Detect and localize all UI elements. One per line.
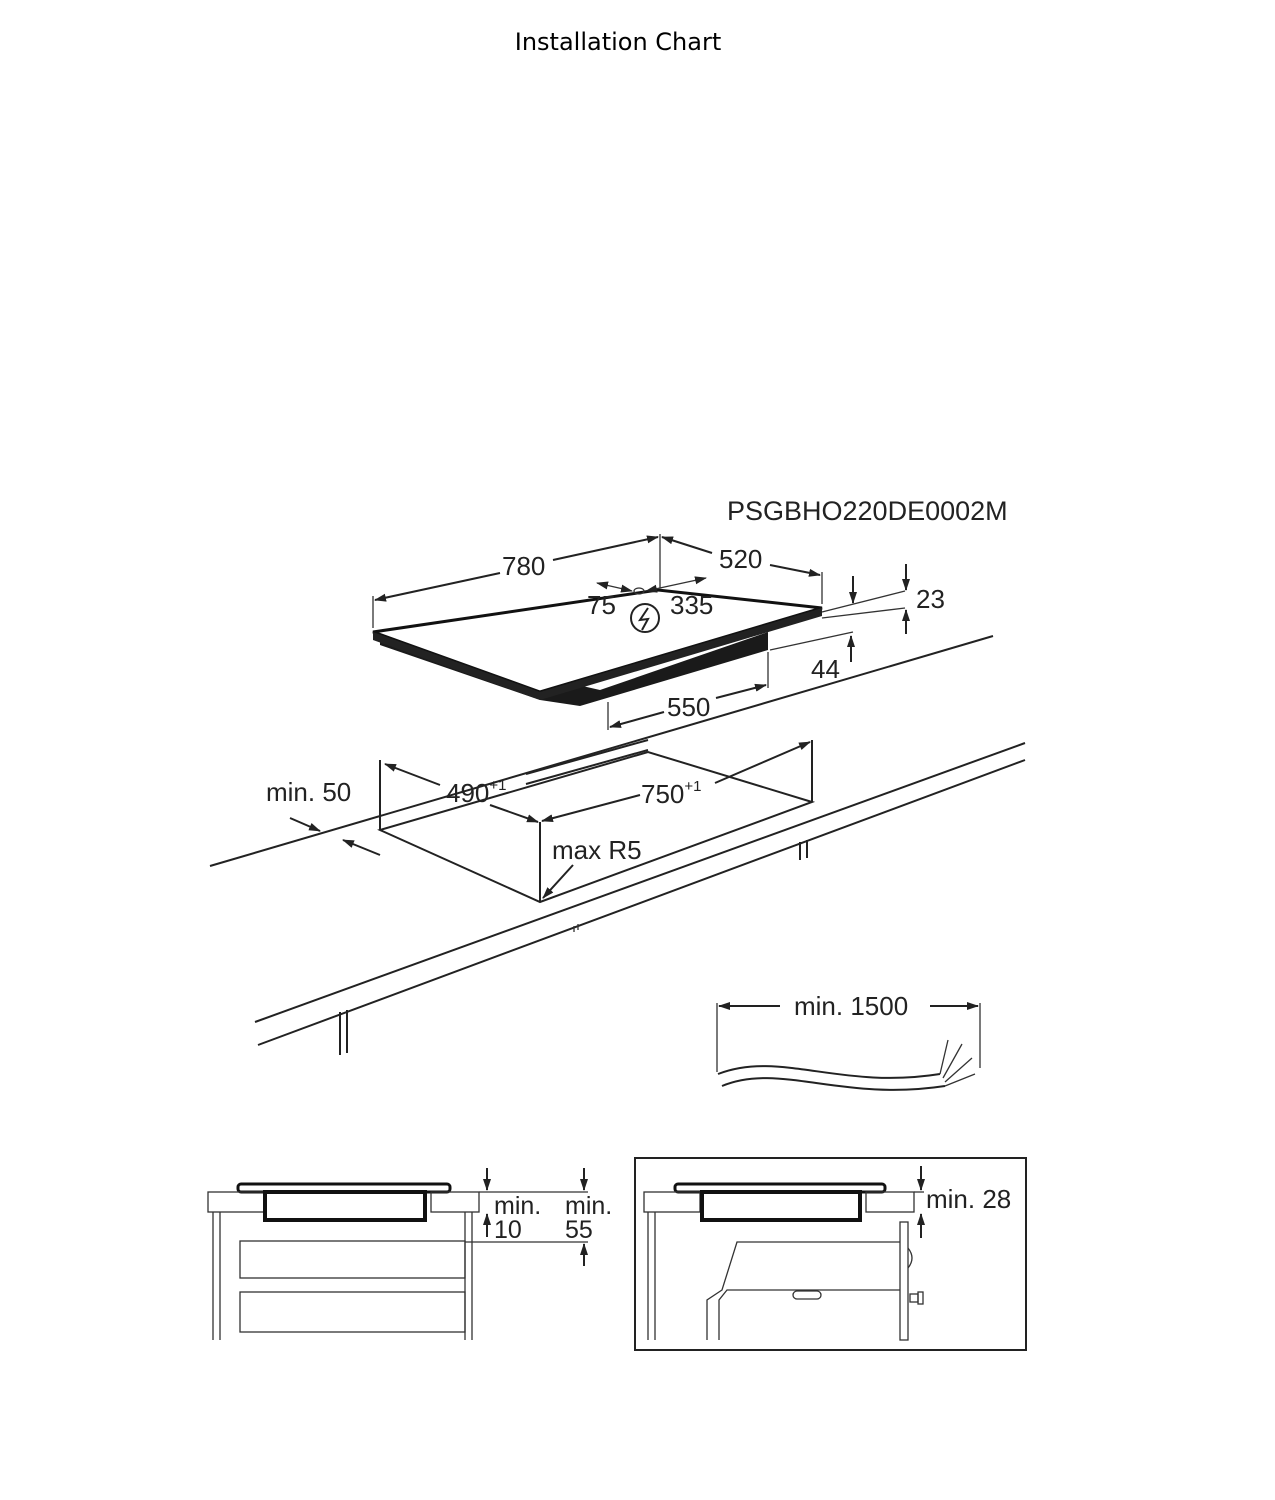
cable-length-label: min. 1500 bbox=[794, 991, 908, 1021]
box-width-label: 550 bbox=[667, 692, 710, 722]
hob-drawing: 780 520 75 335 23 44 550 bbox=[372, 534, 945, 730]
cutout-depth-label: 490+1 bbox=[446, 777, 507, 808]
electric-connection-icon bbox=[630, 603, 660, 633]
radius-label: max R5 bbox=[552, 835, 642, 865]
top-thickness-label: 23 bbox=[916, 584, 945, 614]
cable-offset-right-label: 335 bbox=[670, 590, 713, 620]
model-code: PSGBHO220DE0002M bbox=[727, 496, 1008, 526]
cutout-outline bbox=[377, 750, 816, 904]
min-55-prefix: min. bbox=[565, 1192, 612, 1220]
page-title: Installation Chart bbox=[514, 28, 722, 56]
hob-width-label: 780 bbox=[502, 551, 545, 581]
cable-offset-left-label: 75 bbox=[587, 590, 616, 620]
min-55-value: 55 bbox=[565, 1216, 593, 1244]
min-10-value: 10 bbox=[494, 1216, 522, 1244]
min-edge-label: min. 50 bbox=[266, 777, 351, 807]
cutout-width-label: 750+1 bbox=[641, 778, 702, 809]
min-10-prefix: min. bbox=[494, 1192, 541, 1220]
section-oven: min. 28 bbox=[634, 1157, 1027, 1351]
hob-depth-label: 520 bbox=[719, 544, 762, 574]
section-drawers: min. 10 min. 55 bbox=[207, 1168, 612, 1340]
countertop-drawing: 490+1 750+1 min. 50 max R5 bbox=[209, 635, 1026, 1055]
box-height-label: 44 bbox=[811, 654, 840, 684]
min-28-label: min. 28 bbox=[926, 1184, 1011, 1214]
cable-drawing: min. 1500 bbox=[716, 991, 981, 1091]
hob-edge bbox=[373, 608, 822, 700]
